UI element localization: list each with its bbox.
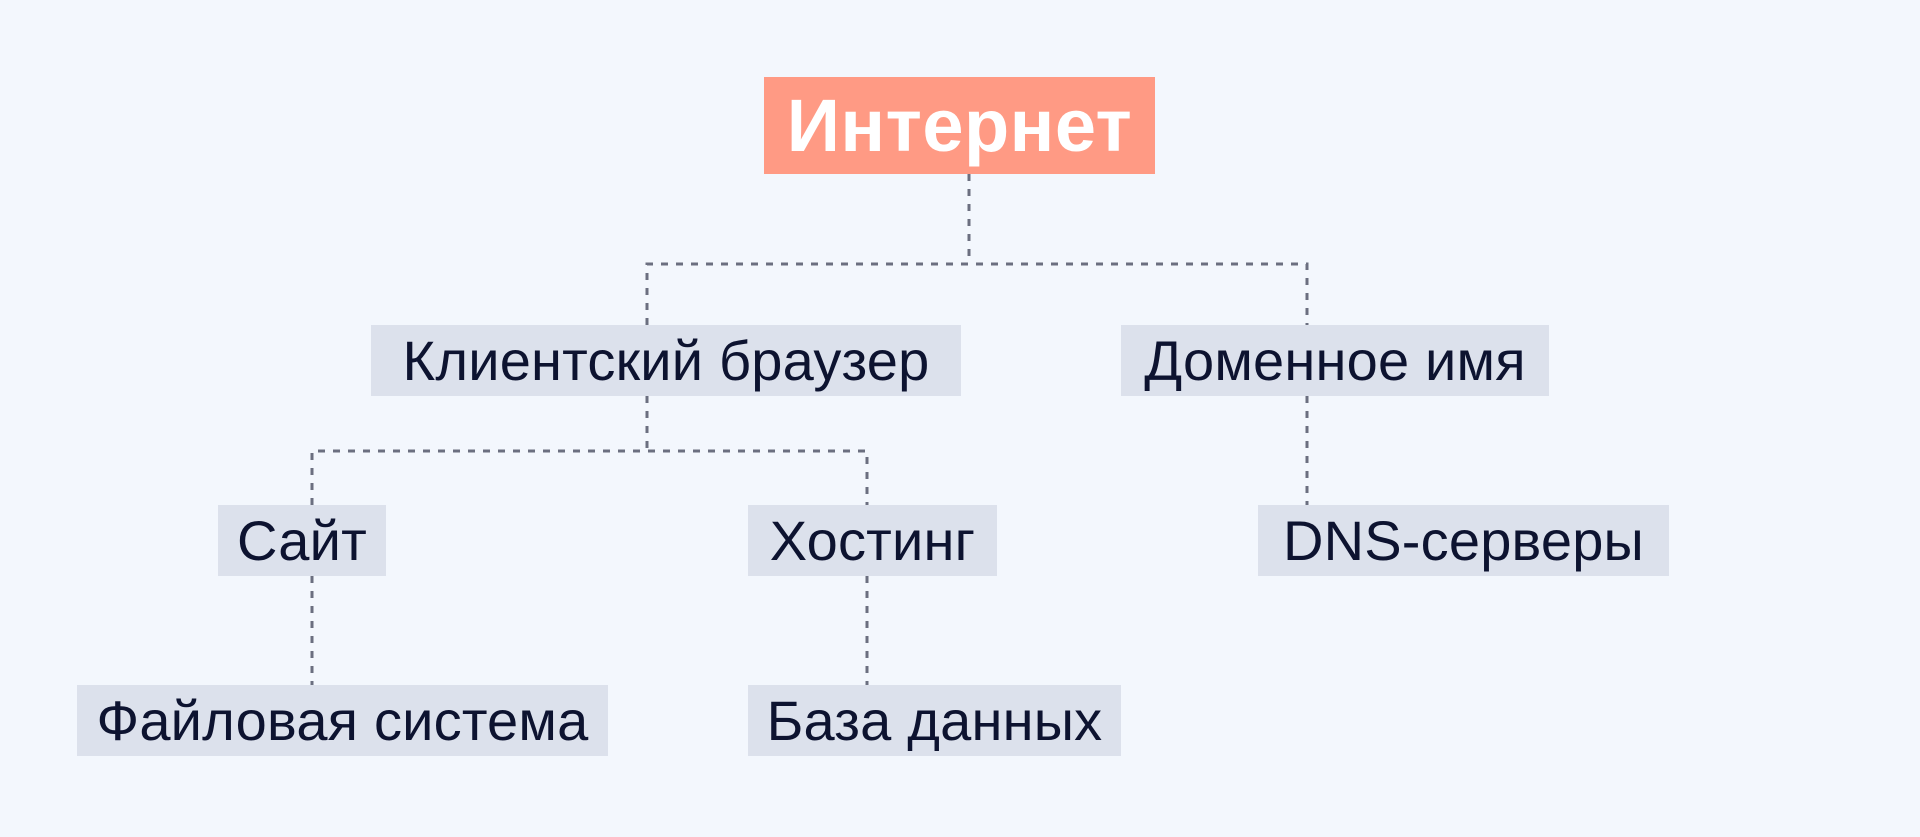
node-site: Сайт (218, 505, 386, 576)
dashed-connector (310, 449, 869, 505)
node-client-browser: Клиентский браузер (371, 325, 961, 396)
dashed-connector (645, 262, 1309, 325)
node-database: База данных (748, 685, 1121, 756)
node-label: Файловая система (96, 688, 589, 752)
node-label: База данных (766, 688, 1103, 752)
node-hosting: Хостинг (748, 505, 997, 576)
node-label: Интернет (786, 83, 1133, 167)
node-internet: Интернет (764, 77, 1155, 174)
node-label: Доменное имя (1144, 328, 1526, 392)
node-file-system: Файловая система (77, 685, 608, 756)
node-label: DNS-серверы (1282, 508, 1645, 572)
node-label: Хостинг (769, 508, 976, 572)
node-dns-servers: DNS-серверы (1258, 505, 1669, 576)
node-label: Клиентский браузер (402, 328, 930, 392)
node-label: Сайт (237, 508, 367, 572)
node-domain-name: Доменное имя (1121, 325, 1549, 396)
